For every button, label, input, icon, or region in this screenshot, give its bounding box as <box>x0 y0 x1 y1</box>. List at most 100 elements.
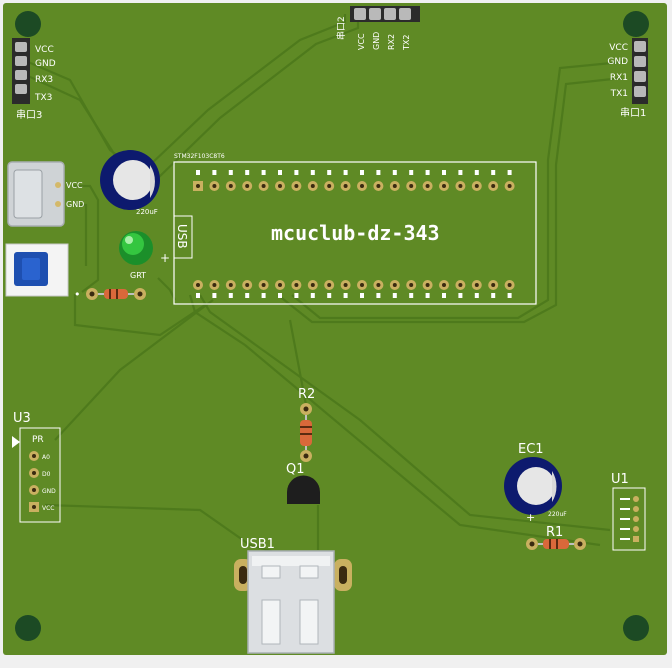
mounting-holes <box>15 11 649 641</box>
mcu-pin-hole <box>392 283 397 287</box>
capacitor-ec1: EC1 + 220uF <box>504 442 567 524</box>
mcu-pin-silk-mark <box>327 293 332 298</box>
mcu-pin-silk-mark <box>360 170 364 175</box>
mcu-pin-hole <box>212 184 217 188</box>
typec-port <box>13 169 43 219</box>
mcu-pin-hole <box>360 283 364 287</box>
mcu-pin-silk-mark <box>343 293 348 298</box>
serial3-pin-label: VCC <box>35 45 54 55</box>
mcu-pin-silk-mark <box>507 293 512 298</box>
mcu-pin-hole <box>278 283 282 287</box>
serial1-pin-label: GND <box>607 57 628 67</box>
mcu-pin-silk-mark <box>343 170 348 175</box>
mcu-pin-hole <box>442 184 446 188</box>
serial2-pin-label: TX2 <box>402 35 411 51</box>
serial3-label: 串口3 <box>16 109 42 121</box>
u1-label: U1 <box>611 472 629 487</box>
serial2-pin-label: VCC <box>357 33 366 50</box>
mcu-pin-hole <box>360 184 364 188</box>
mcu-module: STM32F103C8T6 USB + mcuclub-dz-343 <box>160 153 537 305</box>
mcu-pin-hole <box>196 283 200 287</box>
mcu-pin-hole <box>261 184 266 188</box>
mcu-pin-silk-mark <box>409 170 414 175</box>
mcu-pin-hole <box>327 184 332 188</box>
mcu-bottom-pin-row <box>193 280 515 298</box>
mcu-pin-silk-mark <box>278 170 282 175</box>
mcu-pin-silk-mark <box>458 293 463 298</box>
mcu-pin-hole <box>310 283 315 287</box>
mcu-pin-hole <box>409 283 414 287</box>
mcu-pin-silk-mark <box>212 293 217 298</box>
resistor-r1: R1 <box>526 525 586 550</box>
mounting-hole <box>15 11 41 37</box>
u3-pin-label: VCC <box>42 505 54 512</box>
led-label: GRT <box>130 271 146 280</box>
serial2-label: 串口2 <box>336 16 347 40</box>
mcu-pin-hole <box>458 283 463 287</box>
transistor-q1: Q1 <box>286 462 320 504</box>
mcu-pin-hole <box>376 283 381 287</box>
mcu-pin-hole <box>343 283 348 287</box>
mcu-pin-silk-mark <box>442 293 446 298</box>
u3-label: U3 <box>13 411 31 426</box>
mcu-pin-silk-mark <box>278 293 282 298</box>
mcu-pin-silk-mark <box>507 170 512 175</box>
usb-marker-label: USB <box>175 224 189 249</box>
mcu-pin-hole <box>212 283 217 287</box>
silk-dot: • <box>74 288 81 301</box>
serial2-pin-label: RX2 <box>387 34 396 50</box>
q1-label: Q1 <box>286 462 305 477</box>
mcu-pin-silk-mark <box>196 170 200 175</box>
mcu-pin-silk-mark <box>376 170 381 175</box>
mcu-pin-silk-mark <box>474 293 479 298</box>
mcu-pin-silk-mark <box>228 293 233 298</box>
mcu-pin-hole <box>310 184 315 188</box>
mcu-pin-hole <box>196 184 200 188</box>
mcu-pin-silk-mark <box>376 293 381 298</box>
mcu-pin-hole <box>376 184 381 188</box>
serial1-pin-label: VCC <box>609 43 628 53</box>
u3-sensor-module: U3 PR A0 D0 GND VCC <box>12 411 61 523</box>
mcu-pin-hole <box>245 283 250 287</box>
usb-a-shell <box>247 550 335 654</box>
mcu-pin-silk-mark <box>474 170 479 175</box>
mcu-pin-silk-mark <box>261 293 266 298</box>
ec1-label: EC1 <box>518 442 544 457</box>
u3-pin-label: A0 <box>42 454 50 461</box>
mcu-pin-silk-mark <box>360 293 364 298</box>
serial3-pin-label: TX3 <box>34 93 52 103</box>
mcu-pin-hole <box>409 184 414 188</box>
led-green: GRT <box>119 231 153 280</box>
mcu-top-pin-row <box>193 170 515 191</box>
copper-traces <box>27 14 623 557</box>
serial1-pin-label: TX1 <box>610 89 628 99</box>
mcu-pin-hole <box>327 283 332 287</box>
u3-pin-label: GND <box>42 488 56 495</box>
power-switch <box>5 243 69 297</box>
mcu-pin-silk-mark <box>294 293 299 298</box>
u1-module: U1 <box>611 472 646 551</box>
usb1-label: USB1 <box>240 537 275 552</box>
mcu-pin-silk-mark <box>409 293 414 298</box>
mcu-pin-hole <box>458 184 463 188</box>
mcu-pin-silk-mark <box>491 293 496 298</box>
mcu-pin-hole <box>278 184 282 188</box>
serial3-pin-label: RX3 <box>35 75 53 85</box>
r2-label: R2 <box>298 387 315 402</box>
serial2-pin-label: GND <box>372 32 381 50</box>
mcu-pin-hole <box>294 283 299 287</box>
mcu-pin-silk-mark <box>310 170 315 175</box>
ec1-value: 220uF <box>548 511 567 518</box>
capacitor-value: 220uF <box>136 208 158 216</box>
mcu-pin-hole <box>491 184 496 188</box>
mcu-pin-silk-mark <box>392 170 397 175</box>
serial3-pin-label: GND <box>35 59 56 69</box>
mcu-pin-silk-mark <box>327 170 332 175</box>
mounting-hole <box>623 615 649 641</box>
resistor-r2: R2 <box>298 387 315 462</box>
capacitor-c1: 220uF <box>100 150 160 216</box>
resistor-switch <box>86 288 146 300</box>
mcu-pin-silk-mark <box>442 170 446 175</box>
mcu-pin-silk-mark <box>245 170 250 175</box>
